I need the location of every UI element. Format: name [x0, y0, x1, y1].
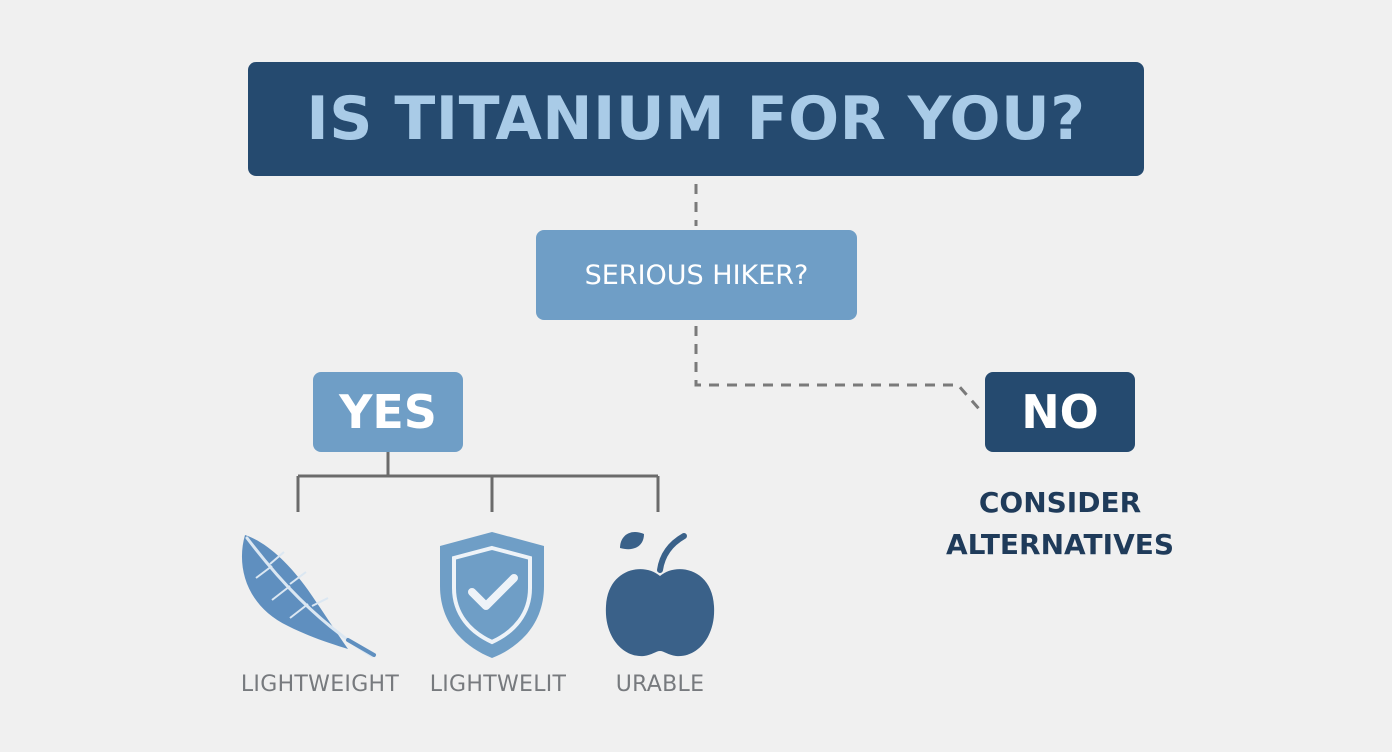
benefit-label-urable: URABLE — [615, 672, 705, 697]
alternatives-line-2: ALTERNATIVES — [945, 528, 1175, 561]
benefit-label-lightwelit: LIGHTWELIT — [429, 672, 567, 697]
feather-icon — [241, 535, 376, 658]
benefit-label-lightweight: LIGHTWEIGHT — [240, 672, 400, 697]
alternatives-line-1: CONSIDER — [978, 486, 1142, 519]
no-node: NO — [985, 372, 1135, 452]
yes-node: YES — [313, 372, 463, 452]
apple-icon — [605, 531, 715, 657]
question-to-no-connector — [694, 326, 982, 411]
flowchart-title: IS TITANIUM FOR YOU? — [248, 62, 1144, 176]
question-node: SERIOUS HIKER? — [536, 230, 857, 320]
yes-branch-connector — [296, 452, 660, 512]
shield-check-icon — [440, 532, 544, 658]
consider-alternatives-text: CONSIDER ALTERNATIVES — [920, 482, 1200, 566]
